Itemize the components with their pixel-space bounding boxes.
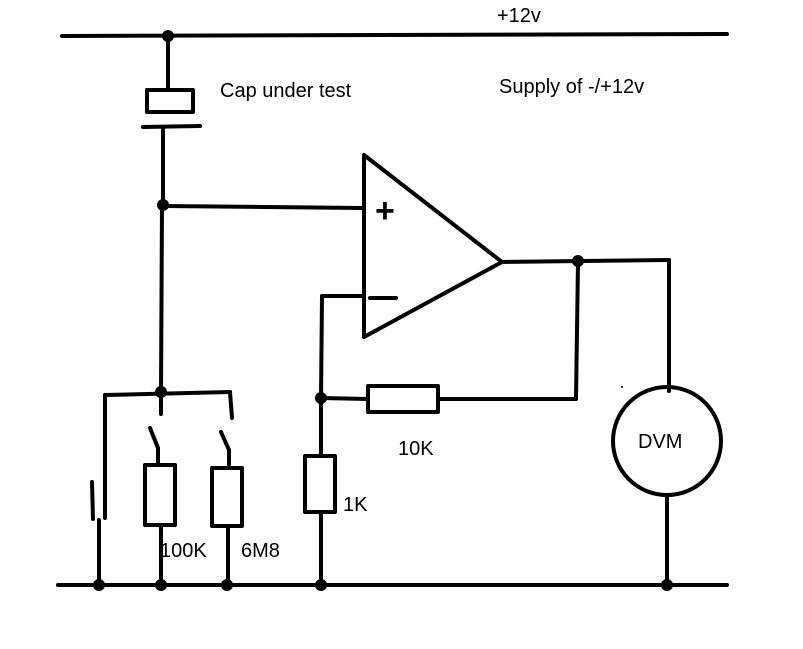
feedback-resistor-label: 10K bbox=[398, 438, 434, 460]
ground-junction-dvm bbox=[661, 579, 673, 591]
opamp-plus-sign: + bbox=[375, 192, 395, 230]
feedback-left-segment bbox=[319, 396, 370, 401]
switch-6m8-blade bbox=[219, 430, 231, 452]
minus-node-vertical bbox=[319, 294, 324, 400]
ground-junction-switch bbox=[93, 579, 105, 591]
resistor-6m8 bbox=[210, 466, 244, 528]
resistor-100k-label: 100K bbox=[160, 540, 207, 562]
ground-resistor-label: 1K bbox=[343, 494, 368, 516]
switch-100k-blade bbox=[148, 426, 160, 450]
plus-input-wire bbox=[161, 204, 364, 210]
capacitor-body bbox=[145, 88, 195, 114]
capacitor-plate bbox=[141, 124, 202, 129]
vertical-node-wire bbox=[159, 203, 164, 394]
stray-mark bbox=[621, 386, 623, 388]
shorting-switch-contact bbox=[90, 480, 95, 521]
positive-supply-rail bbox=[60, 32, 729, 38]
ground-junction-100k bbox=[155, 579, 167, 591]
switch-bank-bus bbox=[103, 390, 232, 397]
resistor-100k bbox=[143, 463, 177, 527]
cap-under-test-label: Cap under test bbox=[220, 80, 352, 102]
opamp-output-wire bbox=[500, 258, 671, 264]
supply-note-label: Supply of -/+12v bbox=[499, 76, 644, 98]
resistor-6m8-label: 6M8 bbox=[241, 540, 280, 562]
feedback-resistor-10k bbox=[366, 384, 440, 414]
ground-junction-1k bbox=[315, 579, 327, 591]
feedback-right-wire bbox=[574, 260, 580, 401]
ground-resistor-1k bbox=[303, 454, 337, 514]
supply-rail-label: +12v bbox=[497, 5, 541, 27]
dvm-label: DVM bbox=[638, 431, 682, 453]
opamp-triangle bbox=[362, 153, 504, 339]
ground-junction-6m8 bbox=[221, 579, 233, 591]
switch-6m8-top bbox=[228, 390, 234, 420]
